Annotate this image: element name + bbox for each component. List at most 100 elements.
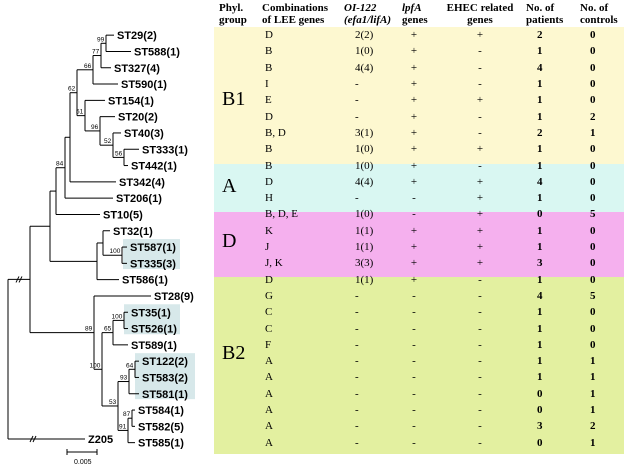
lpfa-value: - xyxy=(412,371,416,384)
ehec-value: - xyxy=(478,420,482,433)
controls-count: 0 xyxy=(590,273,596,286)
lee-combination: J xyxy=(265,241,270,254)
controls-count: 0 xyxy=(590,257,596,270)
oi122-value: - xyxy=(355,387,359,400)
leaf-label: ST442(1) xyxy=(131,161,177,173)
lpfa-value: + xyxy=(410,257,418,270)
bootstrap-value: 91 xyxy=(119,423,127,430)
lpfa-value: - xyxy=(412,404,416,417)
patients-count: 4 xyxy=(537,61,543,74)
bootstrap-value: 53 xyxy=(109,399,117,406)
patients-count: 1 xyxy=(537,78,543,91)
leaf-label: ST584(1) xyxy=(138,405,184,417)
ehec-value: + xyxy=(476,94,484,107)
leaf-label: ST40(3) xyxy=(124,128,164,140)
lee-combination: A xyxy=(265,387,273,400)
ehec-value: + xyxy=(476,224,484,237)
header-lpfa: lpfA genes xyxy=(402,2,428,26)
oi122-value: 2(2) xyxy=(355,29,374,42)
ehec-value: + xyxy=(476,192,484,205)
lee-combination: D xyxy=(265,29,273,42)
leaf-label: ST29(2) xyxy=(117,30,157,42)
controls-count: 5 xyxy=(590,289,596,302)
group-label-a: A xyxy=(222,175,237,197)
ehec-value: - xyxy=(478,387,482,400)
controls-count: 0 xyxy=(590,78,596,91)
lpfa-value: + xyxy=(410,61,418,74)
oi122-value: - xyxy=(355,306,359,319)
lee-combination: J, K xyxy=(265,257,283,270)
lpfa-value: - xyxy=(412,306,416,319)
lpfa-value: + xyxy=(410,224,418,237)
bootstrap-value: 62 xyxy=(68,86,76,93)
controls-count: 0 xyxy=(590,306,596,319)
bootstrap-value: 87 xyxy=(123,411,131,418)
bootstrap-value: 93 xyxy=(120,375,128,382)
leaf-label: ST20(2) xyxy=(118,112,158,124)
ehec-value: - xyxy=(478,322,482,335)
patients-count: 4 xyxy=(537,175,543,188)
branch-break-mark xyxy=(32,435,37,443)
leaf-label: ST582(5) xyxy=(138,421,184,433)
oi122-value: - xyxy=(355,436,359,449)
bootstrap-value: 96 xyxy=(91,124,99,131)
lpfa-value: - xyxy=(412,338,416,351)
ehec-value: - xyxy=(478,436,482,449)
ehec-value: + xyxy=(476,257,484,270)
controls-count: 0 xyxy=(590,322,596,335)
lee-combination: B xyxy=(265,159,273,172)
patients-count: 0 xyxy=(537,436,543,449)
scale-bar-label: 0.005 xyxy=(74,459,92,466)
lee-combination: C xyxy=(265,306,273,319)
patients-count: 1 xyxy=(537,355,543,368)
lpfa-value: + xyxy=(410,159,418,172)
lee-combination: A xyxy=(265,371,273,384)
lpfa-value: - xyxy=(412,289,416,302)
group-label-d: D xyxy=(222,230,237,252)
ehec-value: - xyxy=(478,355,482,368)
leaf-label: ST526(1) xyxy=(131,324,177,336)
leaf-label: ST122(2) xyxy=(142,356,188,368)
oi122-value: - xyxy=(355,355,359,368)
lpfa-value: + xyxy=(410,29,418,42)
ehec-value: + xyxy=(476,29,484,42)
oi122-value: - xyxy=(355,78,359,91)
group-band-d xyxy=(214,212,624,277)
oi122-value: 4(4) xyxy=(355,175,374,188)
leaf-label: ST28(9) xyxy=(154,291,194,303)
patients-count: 1 xyxy=(537,241,543,254)
lee-combination: B, D, E xyxy=(265,208,298,221)
lpfa-value: - xyxy=(412,355,416,368)
patients-count: 4 xyxy=(537,289,543,302)
ehec-value: + xyxy=(476,208,484,221)
patients-count: 1 xyxy=(537,273,543,286)
patients-count: 3 xyxy=(537,420,543,433)
lee-combination: D xyxy=(265,273,273,286)
controls-count: 5 xyxy=(590,208,596,221)
ehec-value: + xyxy=(476,175,484,188)
patients-count: 0 xyxy=(537,404,543,417)
bootstrap-value: 52 xyxy=(104,138,112,145)
lpfa-value: + xyxy=(410,175,418,188)
patients-count: 1 xyxy=(537,110,543,123)
ehec-value: - xyxy=(478,126,482,139)
oi122-value: 1(0) xyxy=(355,208,374,221)
controls-count: 0 xyxy=(590,94,596,107)
oi122-value: 4(4) xyxy=(355,61,374,74)
patients-count: 1 xyxy=(537,306,543,319)
lee-combination: K xyxy=(265,224,273,237)
bootstrap-value: 77 xyxy=(92,49,100,56)
ehec-value: - xyxy=(478,61,482,74)
controls-count: 1 xyxy=(590,387,596,400)
ehec-value: + xyxy=(476,143,484,156)
oi122-value: - xyxy=(355,404,359,417)
